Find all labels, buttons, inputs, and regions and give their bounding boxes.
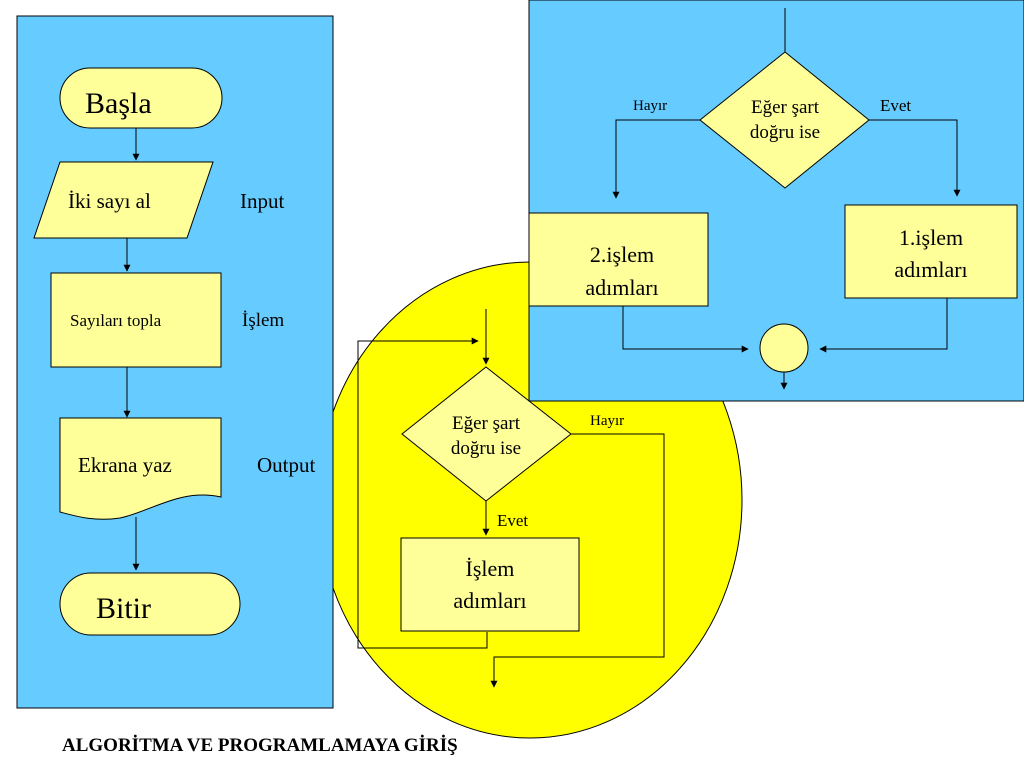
loop-steps-line1: İşlem <box>466 556 515 581</box>
branch-yes-line <box>869 119 961 197</box>
input-box-label: İki sayı al <box>68 189 151 213</box>
start-terminal <box>59 67 223 129</box>
branch-merge-connector <box>759 323 809 373</box>
output-side-label: Output <box>257 453 316 477</box>
loop-back-line <box>357 337 488 649</box>
loop-flowchart: Eğer şart doğru ise Hayır Evet İşlem adı… <box>357 309 665 688</box>
footer-title: ALGORİTMA VE PROGRAMLAMAYA GİRİŞ <box>62 735 458 756</box>
input-side-label: Input <box>240 189 284 213</box>
branch-right-merge-line <box>819 298 948 353</box>
branch-decision-diamond <box>699 51 870 189</box>
branch-right-steps-line1: 1.işlem <box>899 225 963 250</box>
branch-no-label: Hayır <box>633 98 667 114</box>
branch-right-steps-box <box>844 204 1018 299</box>
branch-left-steps-box <box>528 212 709 307</box>
input-parallelogram <box>33 161 214 239</box>
branch-decision-line1: Eğer şart <box>751 97 820 118</box>
loop-no-exit-line <box>490 433 665 688</box>
loop-yes-label: Evet <box>497 511 528 530</box>
loop-no-label: Hayır <box>590 413 624 429</box>
end-label: Bitir <box>96 592 151 625</box>
branch-right-steps-line2: adımları <box>894 257 967 282</box>
sequential-flowchart: Başla İki sayı al Input Sayıları topla İ… <box>16 15 334 709</box>
process-side-label: İşlem <box>242 310 284 331</box>
branch-flowchart: Eğer şart doğru ise Hayır Evet 2.işlem a… <box>528 0 1024 402</box>
branch-left-steps-line1: 2.işlem <box>590 242 654 267</box>
end-terminal <box>59 572 241 636</box>
output-document-shape <box>59 417 222 520</box>
process-box <box>50 272 222 368</box>
start-label: Başla <box>85 87 152 120</box>
loop-decision-line2: doğru ise <box>451 438 521 459</box>
process-box-label: Sayıları topla <box>70 311 162 330</box>
branch-left-merge-line <box>622 306 749 353</box>
branch-yes-label: Evet <box>880 96 911 115</box>
branch-decision-line2: doğru ise <box>750 122 820 143</box>
loop-steps-box <box>400 537 580 632</box>
branch-left-steps-line2: adımları <box>585 275 658 300</box>
loop-steps-line2: adımları <box>453 588 526 613</box>
loop-decision-line1: Eğer şart <box>452 413 521 434</box>
branch-no-line <box>612 119 700 199</box>
output-box-label: Ekrana yaz <box>78 453 172 477</box>
